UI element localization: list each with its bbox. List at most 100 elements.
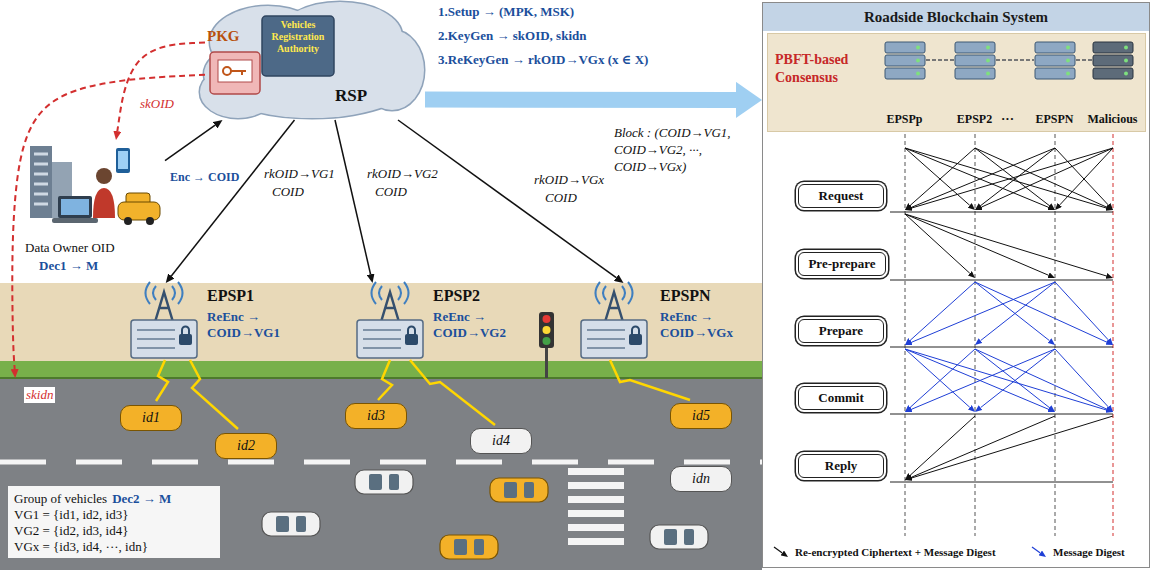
vehicle: id4 [470,428,532,454]
edge-label: rkOID→VGx [532,172,606,188]
message-arrow [905,214,970,273]
wireless-bolt [610,360,690,400]
message-arrow [905,349,1106,410]
wireless-bolt [410,360,495,425]
pkg-device [210,52,260,94]
pkg-node: PKG [205,28,265,100]
message-arrow [981,148,1113,207]
road-surface [0,379,762,570]
cloud-lobe [360,30,424,110]
authority-monitor [262,16,334,76]
roadside-strip [0,283,762,361]
cloud-outline [200,2,424,118]
phase-box: Request [798,184,884,208]
lifeline [1055,134,1056,536]
node-text: PKG [207,28,240,45]
vehicle-icon [440,535,498,559]
message-arrow [975,282,1107,342]
legend-arrow-line [1032,547,1040,553]
crosswalk-bar [568,510,624,517]
legend-arrow [1030,545,1050,559]
traffic-light-lamp [543,337,551,345]
message-arrow [1055,282,1108,340]
message-arrow [912,148,1113,208]
road-band: Group of vehicles Dec2 → MVG1 = {id1, id2… [0,378,762,570]
vehicle-icon [355,470,413,494]
vehicle: id5 [670,403,732,429]
node-text: Malicious [1088,112,1138,127]
connector [165,125,215,161]
connector [335,120,371,274]
grass-strip [0,361,762,378]
phase-line [890,347,1113,348]
lifeline [1113,134,1114,536]
server-icon [1035,42,1075,79]
vehicle-icon [262,512,320,536]
pkg-key [223,67,231,75]
laptop-screen [61,199,89,215]
wireless-bolts [156,360,690,429]
pkg-key [231,71,246,75]
traffic-light-pole [545,348,548,378]
panel-ground [762,2,1150,568]
consensus-node: EPSPN [1023,37,1087,127]
message-arrow [905,214,1049,275]
node-text: Roadside Blockchain System [763,3,1149,31]
node-text: Prepare [819,323,863,339]
consensus-node: EPSP2 [943,37,1007,127]
crosswalk-bar [568,538,624,545]
node-text: EPSP2 [957,112,992,127]
node-text: VG1 = {id1, id2, id3} [14,507,214,523]
traffic-light [539,312,554,348]
message-arrow [980,349,1055,408]
message-arrow [1055,349,1108,407]
phase-box: Prepare [798,319,884,343]
wireless-bolt [156,360,168,401]
legend-entry: Message Digest [1030,545,1125,559]
annotation: 3.ReKeyGen → rkOID→VGx (x ∈ X) [438,52,648,68]
message-arrow [912,416,1113,478]
phase-box: Reply [798,454,884,478]
edge-label: Enc → COID [168,170,241,185]
node-text: Request [819,188,864,204]
node-text: ReEnc → COID→VGx [660,309,755,340]
vehicle-icon [490,478,548,502]
edge-server-node: EPSPNReEnc → COID→VGx [565,283,760,361]
node-text: Dec2 → M [112,491,171,507]
vehicle: id3 [345,403,407,429]
phone-screen [118,151,128,169]
cloud-fill [200,2,424,118]
message-arrow [1055,148,1108,205]
edge-server-node: EPSP1ReEnc → COID→VG1 [112,283,327,361]
phase-line [890,280,1113,281]
node-text: id3 [367,408,385,424]
vehicle: id2 [215,433,277,459]
consensus-node: Malicious [1082,37,1144,127]
message-arrow [910,416,975,475]
connector [425,92,736,108]
message-arrow [975,148,1107,207]
node-text: id4 [492,433,510,449]
message-arrow [911,282,1055,342]
person-head [96,168,112,184]
server-icon [1093,42,1133,79]
node-text: id2 [237,438,255,454]
message-arrow [980,282,1055,341]
laptop-base [52,218,98,223]
legend-arrow [772,545,792,559]
edge-server-tower [357,282,423,358]
annotation: COID [375,184,407,200]
node-text: RSP [335,86,367,106]
annotation: COID [545,190,577,206]
legend-text: Re-encrypted Ciphertext + Message Digest [795,546,996,558]
chain-link [926,59,954,61]
node-text: Group of vehicles [14,491,107,507]
message-arrow [911,349,1055,409]
lifelines [905,134,1113,536]
phase-box: Commit [798,386,884,410]
node-text: PBFT-based Consensus [775,51,867,86]
edge-label: rkOID→VG1 [262,166,337,182]
edge-label: skidn [24,387,55,403]
message-arrow [910,282,975,340]
